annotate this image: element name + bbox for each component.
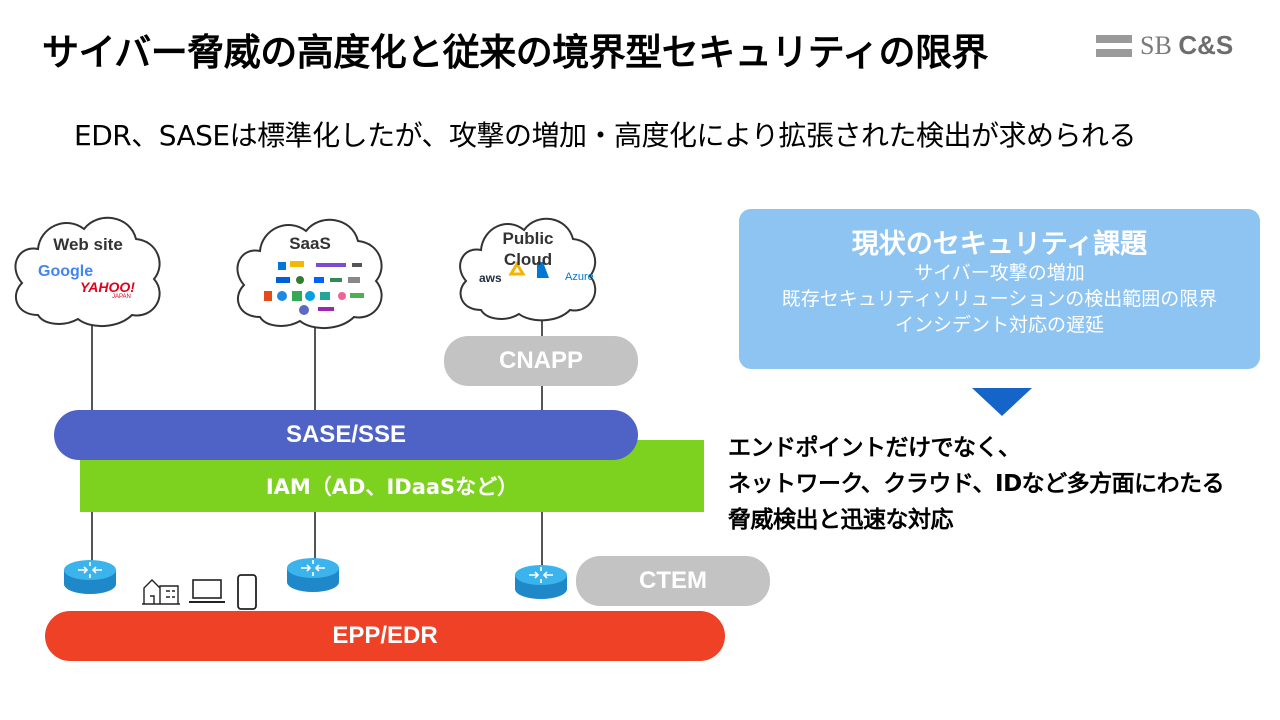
company-logo: SB C&S [1096, 30, 1233, 61]
yahoo-logo: YAHOO! [80, 279, 135, 295]
cloud-label-line1: Public [502, 229, 554, 248]
aws-logo: aws [479, 271, 502, 285]
panel-item: インシデント対応の遅延 [894, 314, 1104, 336]
cloud-icon [459, 217, 597, 322]
ctem-pill: CTEM [576, 556, 770, 606]
page-title: サイバー脅威の高度化と従来の境界型セキュリティの限界 [42, 31, 989, 74]
connector-line [91, 318, 93, 412]
cloud-label-saas: SaaS [289, 234, 331, 253]
cloud-label-website: Web site [53, 235, 123, 254]
saas-cloud: SaaS [230, 205, 390, 333]
result-line: 脅威検出と迅速な対応 [728, 507, 954, 533]
result-text: エンドポイントだけでなく、 ネットワーク、クラウド、IDなど多方面にわたる 脅威… [728, 430, 1225, 538]
connector-line [541, 512, 543, 566]
panel-item: 既存セキュリティソリューションの検出範囲の限界 [781, 288, 1218, 310]
result-line: エンドポイントだけでなく、 [728, 435, 1021, 461]
panel-item: サイバー攻撃の増加 [914, 262, 1085, 284]
sase-sse-pill: SASE/SSE [54, 410, 638, 460]
connector-line [314, 322, 316, 412]
logo-text: SB C&S [1140, 30, 1233, 61]
yahoo-logo-sub: JAPAN [112, 294, 131, 300]
router-icon [515, 565, 567, 599]
connector-line [91, 512, 93, 562]
connector-line [541, 318, 543, 338]
router-icon [287, 558, 339, 592]
down-arrow-icon [972, 388, 1032, 416]
panel-title: 現状のセキュリティ課題 [851, 229, 1148, 260]
cloud-icon [236, 218, 383, 329]
cloud-icon [14, 216, 161, 327]
cloud-label-public-cloud: Public Cloud [453, 228, 603, 270]
logo-cs: C&S [1178, 30, 1234, 60]
cloud-label-line2: Cloud [503, 250, 553, 269]
smartphone-icon [237, 574, 257, 610]
router-icon [64, 560, 116, 594]
google-logo: Google [38, 263, 94, 280]
website-cloud: Web site Google YAHOO! JAPAN [8, 205, 168, 330]
logo-sb: SB [1140, 31, 1172, 60]
logo-mark-icon [1096, 34, 1132, 57]
subtitle: EDR、SASEは標準化したが、攻撃の増加・高度化により拡張された検出が求められ… [74, 119, 1137, 152]
connector-line [314, 512, 316, 560]
laptop-icon [189, 579, 225, 603]
connector-line [541, 386, 543, 412]
result-line: ネットワーク、クラウド、IDなど多方面にわたる [728, 471, 1225, 497]
public-cloud: Public Cloud aws Azure [453, 206, 603, 324]
azure-logo: Azure [565, 271, 594, 283]
epp-edr-pill: EPP/EDR [45, 611, 725, 661]
cnapp-pill: CNAPP [444, 336, 638, 386]
building-icon [142, 579, 180, 605]
current-issues-panel: 現状のセキュリティ課題 サイバー攻撃の増加 既存セキュリティソリューションの検出… [739, 209, 1260, 369]
